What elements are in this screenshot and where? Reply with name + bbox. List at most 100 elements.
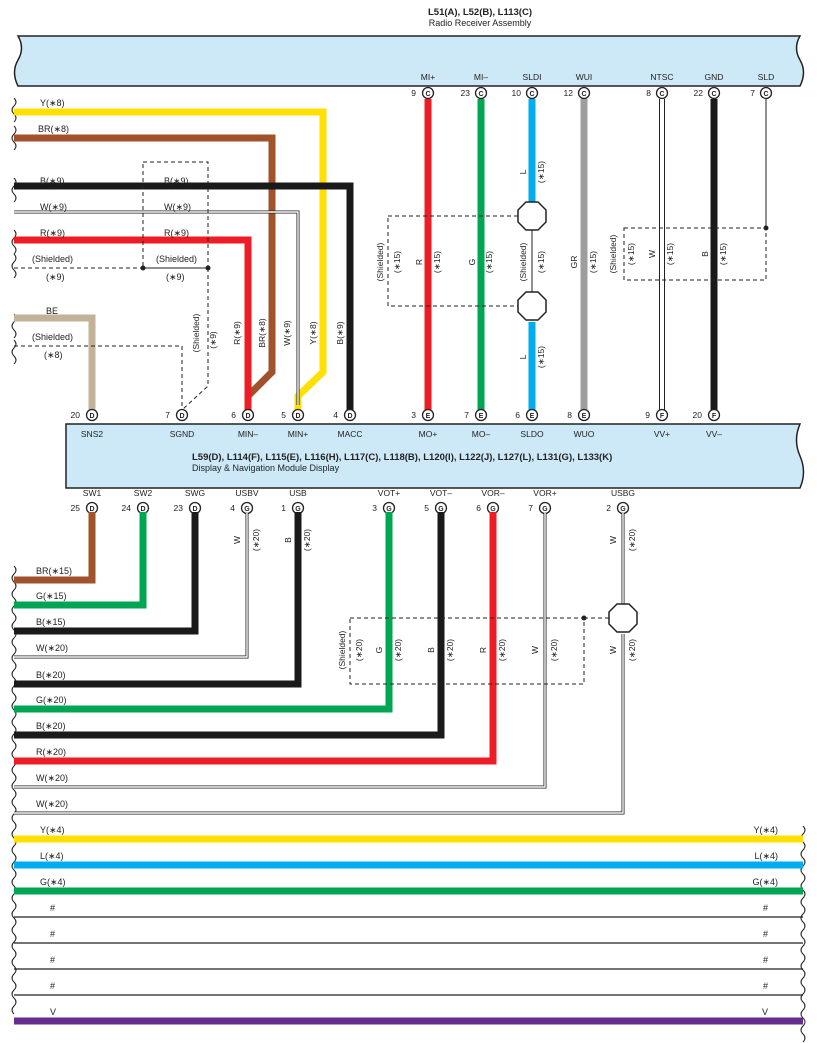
- svg-text:#: #: [763, 903, 768, 913]
- svg-text:G: G: [374, 647, 384, 654]
- svg-text:E: E: [530, 413, 535, 420]
- svg-text:R(∗9): R(∗9): [40, 228, 65, 238]
- svg-text:#: #: [50, 929, 55, 939]
- svg-text:D: D: [192, 506, 197, 513]
- left-top-wire-labels: Y(∗8) BR(∗8) B(∗9) B(∗9) W(∗9) W(∗9) R(∗…: [32, 98, 197, 360]
- svg-text:SLD: SLD: [758, 72, 775, 82]
- svg-text:L: L: [518, 354, 528, 359]
- svg-text:D: D: [295, 413, 300, 420]
- svg-text:B(∗9): B(∗9): [335, 321, 345, 344]
- left-bottom-wire-labels: BR(∗15) G(∗15) B(∗15) W(∗20) B(∗20) G(∗2…: [36, 566, 72, 809]
- top-pin-mi-plus: MI+ 9 C: [411, 72, 435, 100]
- svg-text:(∗15): (∗15): [432, 251, 442, 273]
- svg-text:Y(∗4): Y(∗4): [753, 825, 778, 835]
- svg-text:GR: GR: [569, 256, 579, 269]
- svg-text:MO+: MO+: [419, 429, 438, 439]
- svg-text:(∗15): (∗15): [718, 243, 728, 265]
- svg-text:(Shielded): (Shielded): [518, 242, 528, 281]
- svg-text:C: C: [581, 91, 586, 98]
- svg-text:B(∗15): B(∗15): [36, 617, 66, 627]
- shield-box-lower: [349, 617, 585, 685]
- svg-text:R(∗20): R(∗20): [36, 747, 66, 757]
- svg-text:(Shielded): (Shielded): [337, 630, 347, 669]
- svg-text:(∗20): (∗20): [251, 529, 261, 551]
- svg-text:(∗20): (∗20): [627, 529, 637, 551]
- svg-text:L(∗4): L(∗4): [40, 851, 64, 861]
- svg-text:G(∗4): G(∗4): [40, 877, 66, 887]
- shield-box-upper-left: [142, 161, 209, 269]
- svg-text:25: 25: [71, 503, 81, 513]
- svg-text:G: G: [490, 506, 496, 513]
- svg-text:MO–: MO–: [472, 429, 491, 439]
- svg-text:R(∗9): R(∗9): [164, 228, 189, 238]
- svg-text:5: 5: [424, 503, 429, 513]
- svg-text:23: 23: [174, 503, 184, 513]
- shield-box-vv: [623, 227, 767, 281]
- svg-text:BR(∗15): BR(∗15): [36, 566, 72, 576]
- svg-text:D: D: [245, 413, 250, 420]
- svg-text:#: #: [763, 955, 768, 965]
- svg-text:10: 10: [512, 88, 522, 98]
- svg-text:W: W: [608, 536, 618, 544]
- svg-text:E: E: [426, 413, 431, 420]
- svg-text:SGND: SGND: [170, 429, 195, 439]
- shield-octagon-top: [517, 201, 547, 231]
- svg-text:#: #: [50, 981, 55, 991]
- svg-text:W(∗9): W(∗9): [164, 202, 191, 212]
- wire-red-vor-minus: [14, 512, 497, 765]
- svg-text:23: 23: [461, 88, 471, 98]
- top-connector-codes: L51(A), L52(B), L113(C): [428, 7, 532, 18]
- svg-text:SLDO: SLDO: [520, 429, 544, 439]
- svg-text:Y(∗4): Y(∗4): [40, 825, 65, 835]
- wire-black-swg: [14, 512, 199, 635]
- splice-dot-lower: [581, 615, 587, 621]
- svg-text:G(∗4): G(∗4): [752, 877, 778, 887]
- svg-text:(Shielded): (Shielded): [375, 242, 385, 281]
- wire-shield-sns2: [14, 345, 183, 406]
- svg-text:VOR–: VOR–: [481, 488, 504, 498]
- svg-text:(Shielded): (Shielded): [32, 332, 73, 342]
- svg-text:24: 24: [122, 503, 132, 513]
- svg-text:V: V: [50, 1007, 56, 1017]
- svg-text:VV+: VV+: [654, 429, 670, 439]
- svg-text:D: D: [179, 413, 184, 420]
- svg-text:D: D: [347, 413, 352, 420]
- vlabels-upper-right: (Shielded) (∗15) R (∗15) G (∗15) L (∗15)…: [375, 161, 728, 368]
- wire-white-usbv: [14, 513, 249, 659]
- svg-text:F: F: [660, 413, 665, 420]
- svg-text:5: 5: [281, 410, 286, 420]
- svg-text:(∗15): (∗15): [536, 161, 546, 183]
- svg-text:G: G: [244, 506, 250, 513]
- svg-text:R: R: [414, 259, 424, 265]
- svg-text:(∗9): (∗9): [46, 272, 65, 282]
- svg-text:7: 7: [165, 410, 170, 420]
- wire-brown-sw1: [14, 512, 96, 584]
- svg-text:20: 20: [693, 410, 703, 420]
- svg-text:BE: BE: [46, 306, 58, 316]
- svg-text:W(∗9): W(∗9): [282, 320, 292, 346]
- wire-green-sw2: [14, 512, 147, 609]
- svg-text:(∗15): (∗15): [536, 251, 546, 273]
- wire-tan-sns2: [14, 314, 96, 410]
- svg-text:9: 9: [411, 88, 416, 98]
- svg-text:8: 8: [646, 88, 651, 98]
- svg-text:E: E: [479, 413, 484, 420]
- svg-text:G(∗20): G(∗20): [36, 695, 67, 705]
- mid-bottom-pins: SW1 25 D SW2 24 D SWG 23 D USBV 4 G USB …: [71, 488, 635, 515]
- svg-text:R: R: [478, 647, 488, 653]
- top-pin-wui: WUI 12 C: [564, 72, 593, 100]
- svg-text:7: 7: [750, 88, 755, 98]
- svg-text:#: #: [50, 955, 55, 965]
- svg-text:W: W: [608, 646, 618, 654]
- svg-text:B(∗9): B(∗9): [40, 176, 65, 186]
- svg-text:VV–: VV–: [706, 429, 722, 439]
- svg-text:C: C: [711, 91, 716, 98]
- svg-text:(∗15): (∗15): [484, 251, 494, 273]
- svg-text:WUI: WUI: [576, 72, 593, 82]
- svg-text:7: 7: [528, 503, 533, 513]
- svg-text:L(∗4): L(∗4): [754, 851, 778, 861]
- radio-receiver-body: [13, 35, 805, 87]
- svg-text:F: F: [712, 413, 717, 420]
- vlabels-upper-left: (Shielded) (∗9) R(∗9) BR(∗8) W(∗9) Y(∗8)…: [191, 313, 345, 352]
- svg-text:(∗8): (∗8): [44, 350, 63, 360]
